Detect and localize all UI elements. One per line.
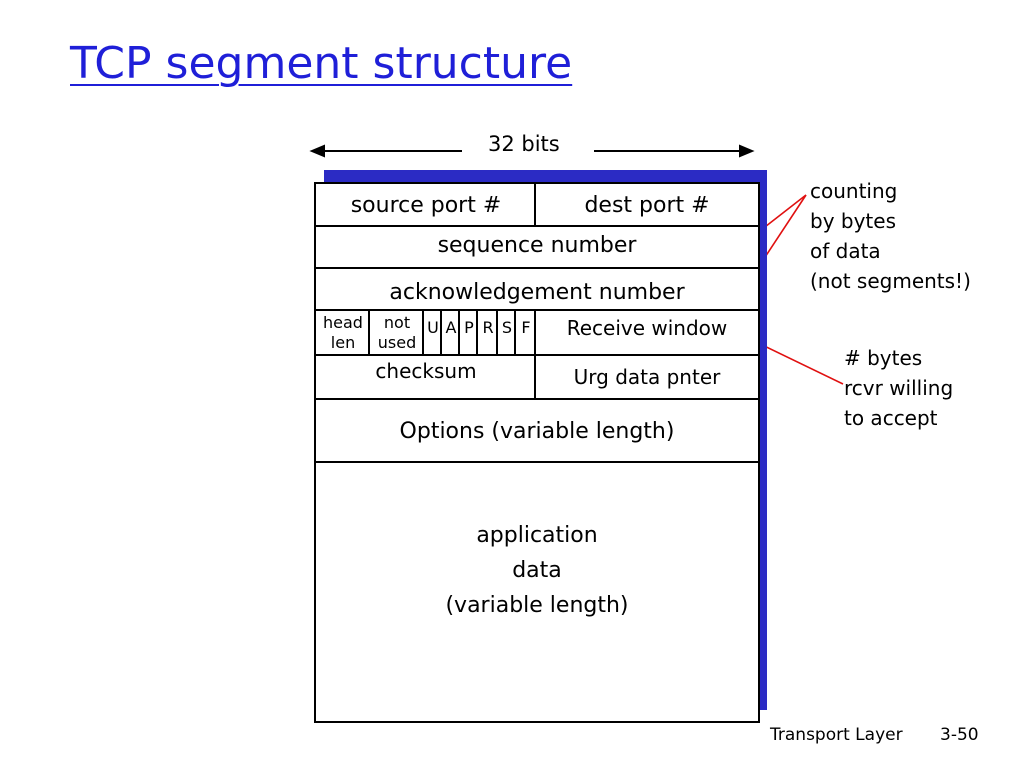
checksum-field: checksum [375, 359, 477, 383]
source-port-field: source port # [350, 192, 502, 218]
row-divider [316, 225, 758, 227]
head-len-field: head len [316, 311, 370, 355]
field-divider [368, 311, 370, 355]
flag-divider [440, 311, 442, 355]
app-data-line-1: application [476, 523, 598, 548]
counting-line-4: (not segments!) [810, 269, 971, 293]
field-divider [422, 311, 424, 355]
counting-line-1: counting [810, 179, 898, 203]
row-divider [316, 354, 758, 356]
sequence-number-field: sequence number [437, 232, 637, 258]
counting-line-3: of data [810, 239, 881, 263]
app-data-line-2: data [512, 558, 562, 583]
flag-divider [458, 311, 460, 355]
flag-ack: A [445, 318, 457, 337]
dest-port-field: dest port # [584, 192, 710, 218]
window-line-3: to accept [844, 406, 938, 430]
app-data-line-3: (variable length) [445, 593, 629, 618]
row-divider [316, 461, 758, 463]
row-divider [316, 309, 758, 311]
head-len-line-1: head [323, 313, 363, 332]
segment-diagram: source port # dest port # sequence numbe… [314, 182, 760, 723]
not-used-line-2: used [377, 333, 417, 352]
width-arrow-left-head [309, 144, 325, 158]
flag-divider [514, 311, 516, 355]
receive-window-field: Receive window [566, 316, 728, 340]
window-annotation: # bytes rcvr willing to accept [844, 343, 953, 433]
width-arrow-right-head [739, 144, 755, 158]
window-line-2: rcvr willing [844, 376, 954, 400]
flag-divider [476, 311, 478, 355]
width-label: 32 bits [488, 132, 560, 156]
application-data-field: application data (variable length) [316, 518, 758, 623]
row-divider [316, 398, 758, 400]
not-used-field: not used [370, 311, 424, 355]
callout-window-line [751, 339, 844, 385]
footer-section: Transport Layer [770, 725, 903, 745]
width-arrow [309, 144, 755, 158]
head-len-line-2: len [330, 333, 356, 352]
not-used-line-1: not [383, 313, 411, 332]
flag-urg: U [427, 318, 439, 337]
row-divider [316, 267, 758, 269]
window-line-1: # bytes [844, 346, 923, 370]
flag-rst: R [482, 318, 494, 337]
options-field: Options (variable length) [399, 418, 675, 444]
urg-pointer-field: Urg data pnter [573, 365, 721, 389]
flag-psh: P [464, 318, 474, 337]
ack-number-field: acknowledgement number [389, 279, 685, 305]
field-divider [534, 356, 536, 398]
row1-divider [534, 184, 536, 226]
flag-syn: S [501, 318, 513, 337]
counting-annotation: counting by bytes of data (not segments!… [810, 176, 971, 296]
flag-fin: F [521, 318, 531, 337]
flag-divider [496, 311, 498, 355]
counting-line-2: by bytes [810, 209, 896, 233]
footer-slide-number: 3-50 [940, 725, 979, 745]
field-divider [534, 311, 536, 355]
slide-title: TCP segment structure [70, 38, 573, 89]
